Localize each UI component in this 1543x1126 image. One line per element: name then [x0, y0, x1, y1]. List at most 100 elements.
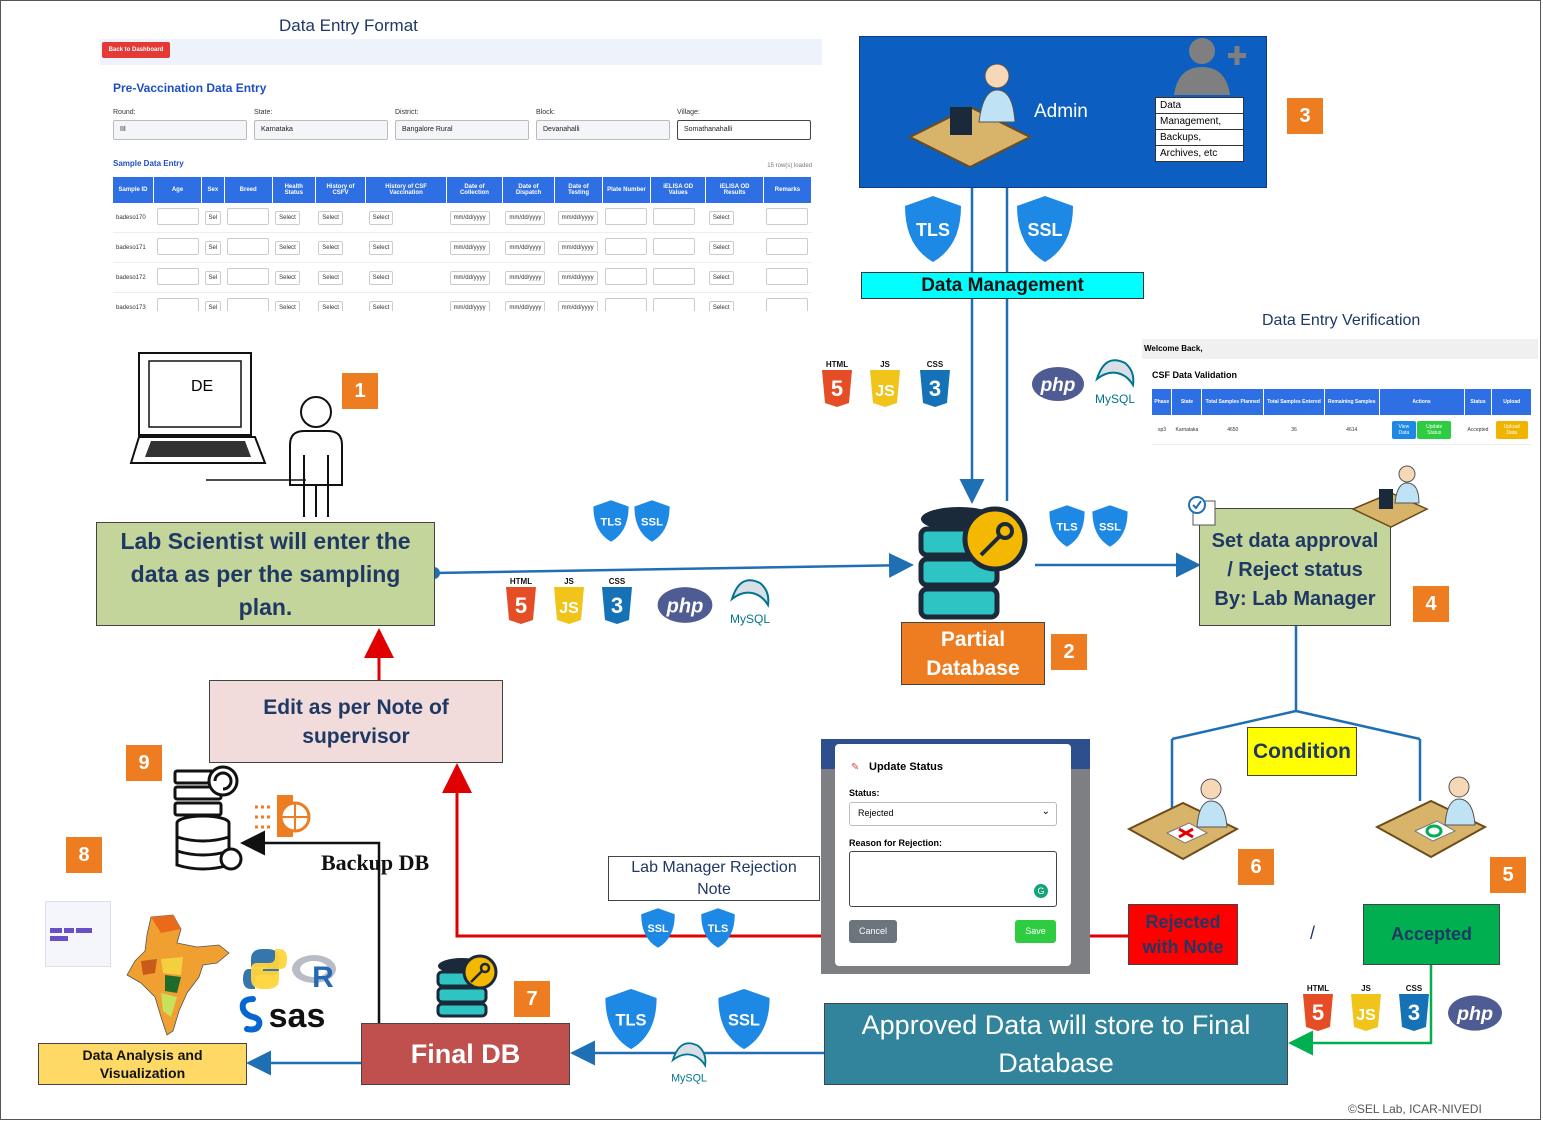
- data-entry-format-title: Data Entry Format: [279, 16, 418, 35]
- od-input[interactable]: [653, 298, 696, 311]
- health-select[interactable]: Select: [275, 210, 300, 225]
- accept-desk-icon: [1375, 776, 1487, 859]
- validation-heading: CSF Data Validation: [1152, 370, 1238, 380]
- form-field-block: Block: Devanahalli: [536, 109, 670, 140]
- vaccination-select[interactable]: Select: [368, 270, 394, 285]
- health-select[interactable]: Select: [275, 240, 300, 255]
- slash-separator: /: [1310, 923, 1316, 943]
- data-entry-verification-title: Data Entry Verification: [1262, 312, 1421, 329]
- form-field-district: District: Bangalore Rural: [395, 109, 529, 140]
- breed-input[interactable]: [227, 238, 270, 255]
- chevron-down-icon: ⌄: [1041, 806, 1050, 817]
- sex-select[interactable]: Sel: [204, 210, 222, 225]
- age-input[interactable]: [156, 238, 199, 255]
- collection-date[interactable]: mm/dd/yyyy: [449, 210, 490, 225]
- od-input[interactable]: [653, 208, 696, 225]
- svg-text:MySQL: MySQL: [671, 1073, 707, 1085]
- upload-data-button[interactable]: Upload Data: [1495, 420, 1528, 439]
- history-select[interactable]: Select: [318, 270, 343, 285]
- result-select[interactable]: Select: [708, 270, 734, 285]
- history-select[interactable]: Select: [318, 300, 343, 311]
- view-data-button[interactable]: View Data: [1391, 420, 1416, 439]
- breed-input[interactable]: [227, 298, 270, 311]
- dispatch-date[interactable]: mm/dd/yyyy: [505, 270, 546, 285]
- set-approval-box: Set data approval / Reject status By: La…: [1199, 508, 1391, 626]
- dispatch-date[interactable]: mm/dd/yyyy: [505, 210, 546, 225]
- svg-text:3: 3: [1408, 1000, 1420, 1025]
- age-input[interactable]: [156, 208, 199, 225]
- python-icon: [243, 949, 287, 989]
- remarks-input[interactable]: [766, 268, 809, 285]
- collection-date[interactable]: mm/dd/yyyy: [449, 300, 490, 311]
- block-select[interactable]: Devanahalli: [536, 120, 670, 140]
- form-field-state: State: Karnataka: [254, 109, 388, 140]
- remarks-input[interactable]: [766, 298, 809, 311]
- update-status-button[interactable]: Update Status: [1417, 420, 1452, 439]
- form-field-round: Round: III: [113, 109, 247, 140]
- save-button[interactable]: Save: [1015, 920, 1056, 943]
- cancel-button[interactable]: Cancel: [849, 920, 897, 943]
- sex-select[interactable]: Sel: [204, 270, 222, 285]
- sex-select[interactable]: Sel: [204, 300, 222, 311]
- reject-desk-icon: [1127, 778, 1239, 861]
- form-field-village: Village: Somathanahalli: [677, 109, 811, 140]
- back-to-dashboard-button[interactable]: Back to Dashboard: [102, 42, 170, 58]
- update-status-modal: ✎ Update Status Status: Rejected ⌄ Reaso…: [835, 744, 1071, 966]
- mysql-icon: MySQL: [1095, 359, 1135, 406]
- testing-date[interactable]: mm/dd/yyyy: [557, 300, 598, 311]
- vaccination-select[interactable]: Select: [368, 300, 394, 311]
- svg-text:R: R: [312, 961, 334, 991]
- od-input[interactable]: [653, 268, 696, 285]
- vaccination-select[interactable]: Select: [368, 240, 394, 255]
- health-select[interactable]: Select: [275, 270, 300, 285]
- result-select[interactable]: Select: [708, 210, 734, 225]
- backup-db-label: Backup DB: [321, 850, 430, 875]
- collection-date[interactable]: mm/dd/yyyy: [449, 270, 490, 285]
- reason-label: Reason for Rejection:: [849, 838, 943, 848]
- plate-input[interactable]: [605, 238, 648, 255]
- result-select[interactable]: Select: [708, 300, 734, 311]
- age-input[interactable]: [156, 268, 199, 285]
- round-select[interactable]: III: [113, 120, 247, 140]
- testing-date[interactable]: mm/dd/yyyy: [557, 210, 598, 225]
- admin-label: Admin: [1034, 101, 1088, 122]
- collection-date[interactable]: mm/dd/yyyy: [449, 240, 490, 255]
- history-select[interactable]: Select: [318, 210, 343, 225]
- district-select[interactable]: Bangalore Rural: [395, 120, 529, 140]
- status-select[interactable]: Rejected ⌄: [849, 802, 1057, 826]
- state-select[interactable]: Karnataka: [254, 120, 388, 140]
- testing-date[interactable]: mm/dd/yyyy: [557, 270, 598, 285]
- edit-icon: ✎: [851, 762, 860, 773]
- dispatch-date[interactable]: mm/dd/yyyy: [505, 300, 546, 311]
- reason-textarea[interactable]: G: [849, 851, 1057, 907]
- plate-input[interactable]: [605, 208, 648, 225]
- svg-text:JS: JS: [880, 360, 890, 369]
- dashboard-thumbnail: [45, 901, 241, 1037]
- sex-select[interactable]: Sel: [204, 240, 222, 255]
- remarks-input[interactable]: [766, 208, 809, 225]
- india-map-icon: [126, 914, 230, 1036]
- modal-title: Update Status: [869, 761, 943, 773]
- od-input[interactable]: [653, 238, 696, 255]
- breed-input[interactable]: [227, 268, 270, 285]
- breed-input[interactable]: [227, 208, 270, 225]
- plate-input[interactable]: [605, 298, 648, 311]
- thumbnail-sidebar: [45, 901, 111, 967]
- php-icon: php: [1032, 367, 1084, 401]
- testing-date[interactable]: mm/dd/yyyy: [557, 240, 598, 255]
- health-select[interactable]: Select: [275, 300, 300, 311]
- history-select[interactable]: Select: [318, 240, 343, 255]
- tls-shield-icon: TLS: [1049, 505, 1085, 547]
- age-input[interactable]: [156, 298, 199, 311]
- village-select[interactable]: Somathanahalli: [677, 120, 811, 140]
- remarks-input[interactable]: [766, 238, 809, 255]
- plate-input[interactable]: [605, 268, 648, 285]
- sas-icon: sas: [239, 996, 325, 1035]
- dispatch-date[interactable]: mm/dd/yyyy: [505, 240, 546, 255]
- vaccination-select[interactable]: Select: [368, 210, 394, 225]
- result-select[interactable]: Select: [708, 240, 734, 255]
- step-1-badge: 1: [342, 373, 378, 409]
